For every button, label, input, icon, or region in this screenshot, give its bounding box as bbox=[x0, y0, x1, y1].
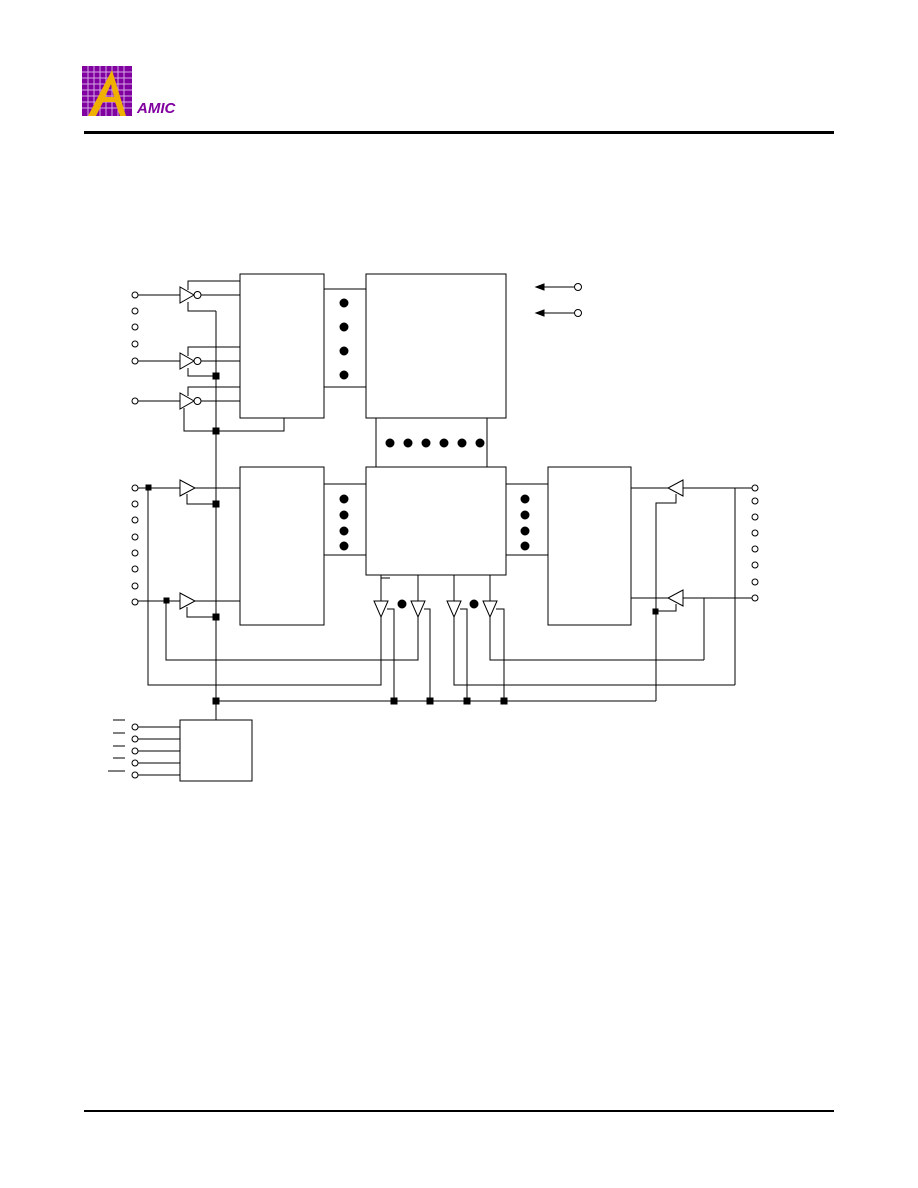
row-bus bbox=[324, 288, 366, 388]
row-address-buffers bbox=[131, 280, 285, 432]
column-io-block bbox=[365, 466, 507, 576]
column-decoder-block bbox=[239, 466, 325, 626]
row-decoder-block bbox=[239, 273, 325, 419]
control-trunk bbox=[212, 311, 220, 720]
io-drivers bbox=[147, 488, 735, 701]
data-io-pins bbox=[631, 479, 759, 685]
bitline-bus bbox=[375, 418, 488, 467]
amic-logo bbox=[82, 66, 192, 118]
power-pins bbox=[534, 283, 582, 317]
column-bus bbox=[324, 483, 366, 556]
io-buffer-block bbox=[547, 466, 632, 626]
amic-logo-text: AMIC bbox=[137, 100, 176, 117]
control-pins bbox=[108, 719, 180, 779]
footer-rule bbox=[84, 1110, 834, 1112]
amic-logo-mark-icon bbox=[82, 66, 132, 116]
header-rule bbox=[84, 131, 834, 134]
data-bus bbox=[506, 483, 548, 556]
memory-array-block bbox=[365, 273, 507, 419]
control-bus bbox=[216, 612, 657, 705]
control-logic-block bbox=[179, 719, 253, 782]
column-address-buffers bbox=[131, 479, 240, 618]
